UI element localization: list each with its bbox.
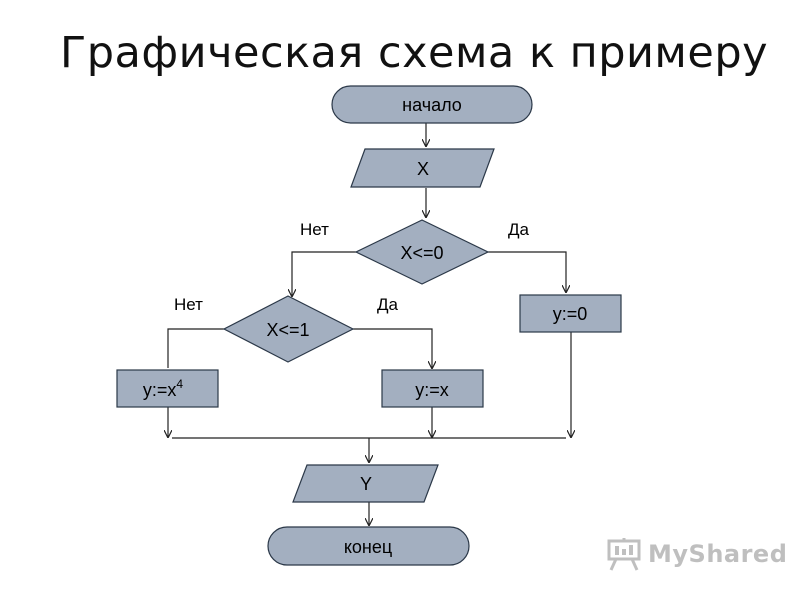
arrow-cond2-yes	[353, 328, 432, 368]
process-y-x4: y:=x4	[116, 369, 219, 408]
start-label: начало	[402, 95, 462, 115]
cond1-no-label: Нет	[300, 220, 329, 239]
cond2-yes-label: Да	[377, 295, 399, 314]
arrow-cond1-no	[292, 251, 356, 296]
watermark-text: MyShared	[648, 540, 788, 568]
input-x-parallelogram: X	[350, 148, 495, 188]
slide-title: Графическая схема к примеру	[60, 28, 769, 78]
cond1-yes-label: Да	[508, 220, 530, 239]
output-y-label: Y	[360, 474, 372, 494]
watermark: MyShared	[606, 537, 787, 571]
cond2-no-label: Нет	[174, 295, 203, 314]
decision-x-le-1: X<=1	[222, 295, 355, 363]
arrow-cond2-no	[167, 328, 224, 368]
process-y-x4-exponent: 4	[176, 377, 183, 391]
decision-x-le-0: X<=0	[354, 219, 490, 285]
input-x-label: X	[417, 159, 429, 179]
end-terminator: конец	[267, 526, 470, 566]
process-y-x-label: y:=x	[415, 380, 449, 400]
connectors	[168, 123, 571, 525]
decision1-label: X<=0	[400, 243, 443, 263]
process-y-x4-label: y:=x4	[143, 377, 184, 400]
process-y-x: y:=x	[381, 369, 484, 408]
process-y-x4-base: y:=x	[143, 380, 177, 400]
output-y-parallelogram: Y	[292, 464, 439, 503]
decision2-label: X<=1	[266, 320, 309, 340]
process-y-zero-label: y:=0	[553, 304, 588, 324]
start-terminator: начало	[331, 85, 533, 124]
presentation-board-icon	[607, 538, 641, 571]
process-y-zero: y:=0	[519, 294, 622, 333]
arrow-cond1-yes	[488, 251, 566, 292]
end-label: конец	[344, 537, 392, 557]
